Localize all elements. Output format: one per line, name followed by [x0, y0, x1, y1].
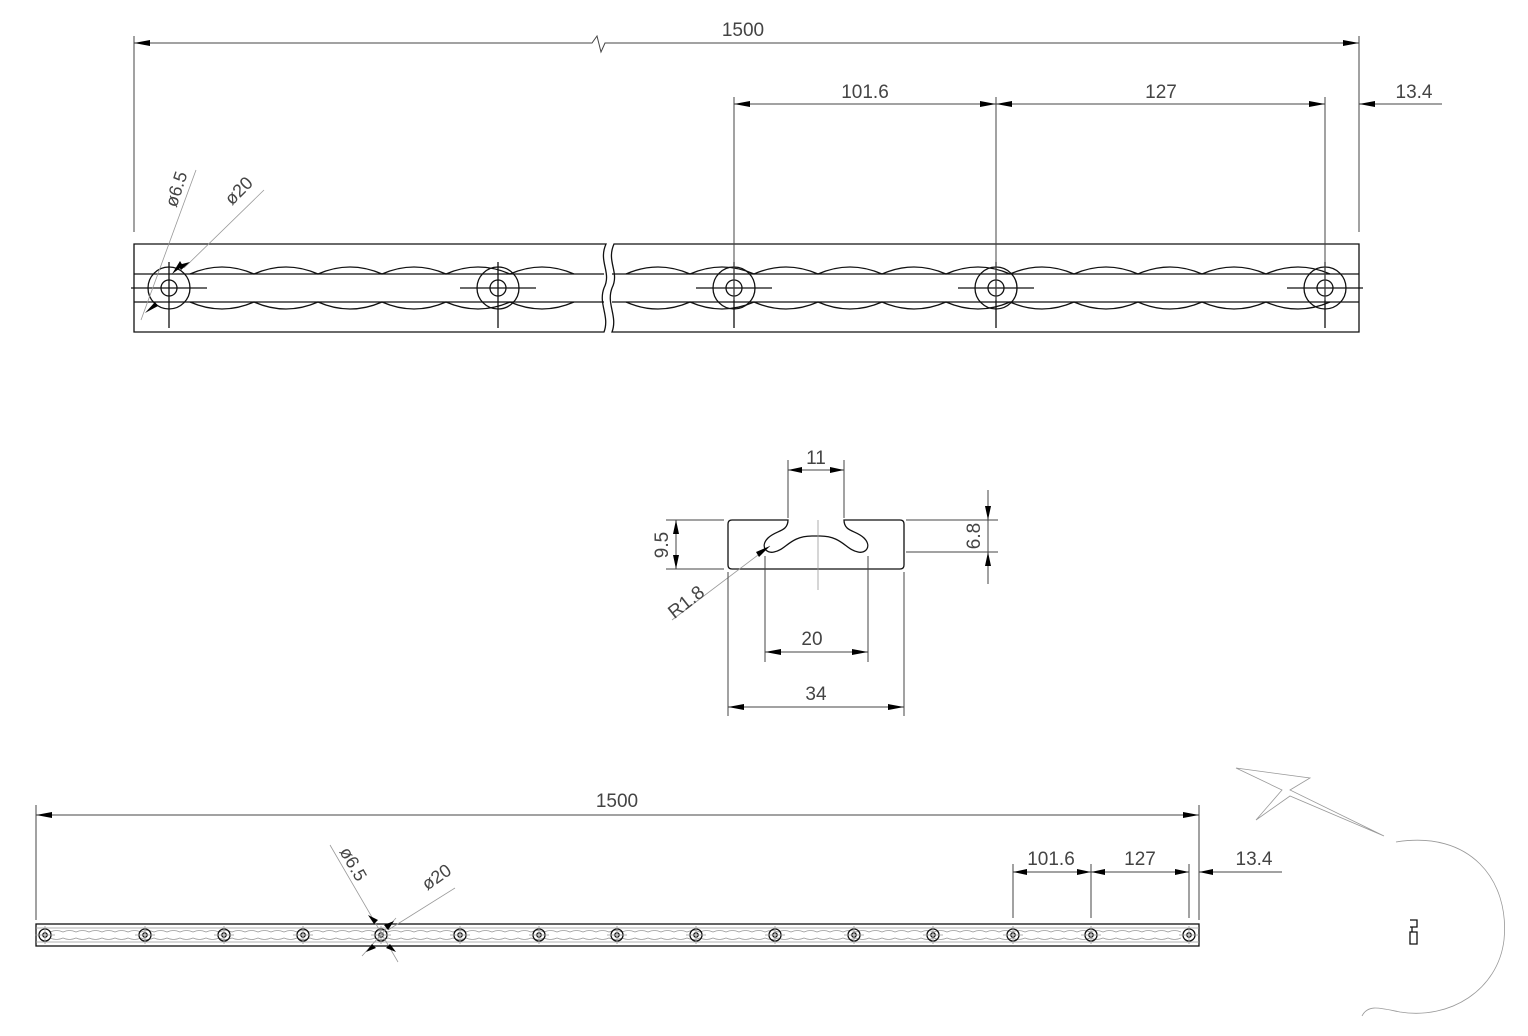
section-profile	[727, 519, 905, 570]
top-large-hole-label: ø20	[221, 173, 257, 209]
bottom-hole	[450, 926, 470, 944]
bottom-hole	[844, 926, 864, 944]
bottom-pitch-b-label: 127	[1124, 849, 1156, 870]
bottom-hole	[686, 926, 706, 944]
bottom-hole	[1003, 926, 1023, 944]
bottom-slot-scallops	[49, 930, 1182, 940]
top-rail-left-outline	[133, 243, 608, 333]
section-slot-depth-dimension: 6.8	[906, 490, 998, 584]
bottom-hole	[293, 926, 313, 944]
bottom-end-offset-label: 13.4	[1236, 849, 1273, 870]
bottom-mounting-holes	[35, 926, 1199, 944]
top-pitch-b-label: 127	[1145, 82, 1177, 103]
bottom-hole	[35, 926, 55, 944]
section-slot-depth-label: 6.8	[964, 523, 985, 549]
bottom-pitch-dimensions: 101.6 127 13.4	[1012, 849, 1282, 918]
bottom-hole	[1081, 926, 1101, 944]
top-rail-right-outline	[609, 243, 1360, 333]
top-hole	[460, 262, 536, 328]
top-overall-length-label: 1500	[722, 20, 764, 41]
bottom-hole	[765, 926, 785, 944]
section-inner-width-label: 20	[801, 629, 822, 650]
detail-profile-icon	[1409, 919, 1418, 945]
bottom-slot-outline	[49, 930, 1182, 940]
top-mounting-holes	[131, 262, 1363, 328]
top-view: 1500 101.6 127 13.4 ø6.5	[131, 20, 1442, 333]
bottom-hole	[214, 926, 234, 944]
bottom-pitch-a-label: 101.6	[1027, 849, 1075, 870]
cross-section: 11 9.5 6.8 R1.8	[652, 448, 998, 716]
section-outer-width-dimension: 34	[727, 572, 905, 716]
bottom-overall-length-label: 1500	[596, 791, 638, 812]
top-hole	[131, 262, 207, 328]
section-height-dimension: 9.5	[652, 519, 724, 570]
bottom-hole	[607, 926, 627, 944]
section-outer-width-label: 34	[805, 684, 827, 705]
top-small-hole-label: ø6.5	[161, 169, 191, 209]
detail-arrow	[1235, 767, 1385, 837]
bottom-hole-callouts: ø6.5 ø20	[329, 843, 456, 963]
bottom-hole	[135, 926, 155, 944]
section-radius-callout: R1.8	[664, 545, 771, 623]
detail-callout	[1235, 767, 1505, 1017]
bottom-view: 1500 101.6 127 13.4	[35, 791, 1282, 963]
detail-circle-arc	[1361, 839, 1505, 1017]
top-overall-dimension: 1500	[133, 20, 1360, 232]
bottom-hole	[923, 926, 943, 944]
section-inner-width-dimension: 20	[764, 556, 869, 662]
bottom-large-hole-label: ø20	[418, 860, 455, 894]
top-pitch-dimensions: 101.6 127 13.4	[733, 82, 1442, 300]
section-slot-width-label: 11	[806, 448, 826, 469]
bottom-overall-dimension: 1500	[35, 791, 1200, 920]
top-pitch-a-label: 101.6	[841, 82, 889, 103]
top-end-offset-label: 13.4	[1396, 82, 1433, 103]
section-radius-label: R1.8	[664, 582, 709, 623]
bottom-hole	[529, 926, 549, 944]
bottom-hole	[1179, 926, 1199, 944]
top-slot-scallops-left	[134, 266, 604, 310]
section-slot-width-dimension: 11	[787, 448, 845, 518]
section-height-label: 9.5	[652, 532, 673, 558]
